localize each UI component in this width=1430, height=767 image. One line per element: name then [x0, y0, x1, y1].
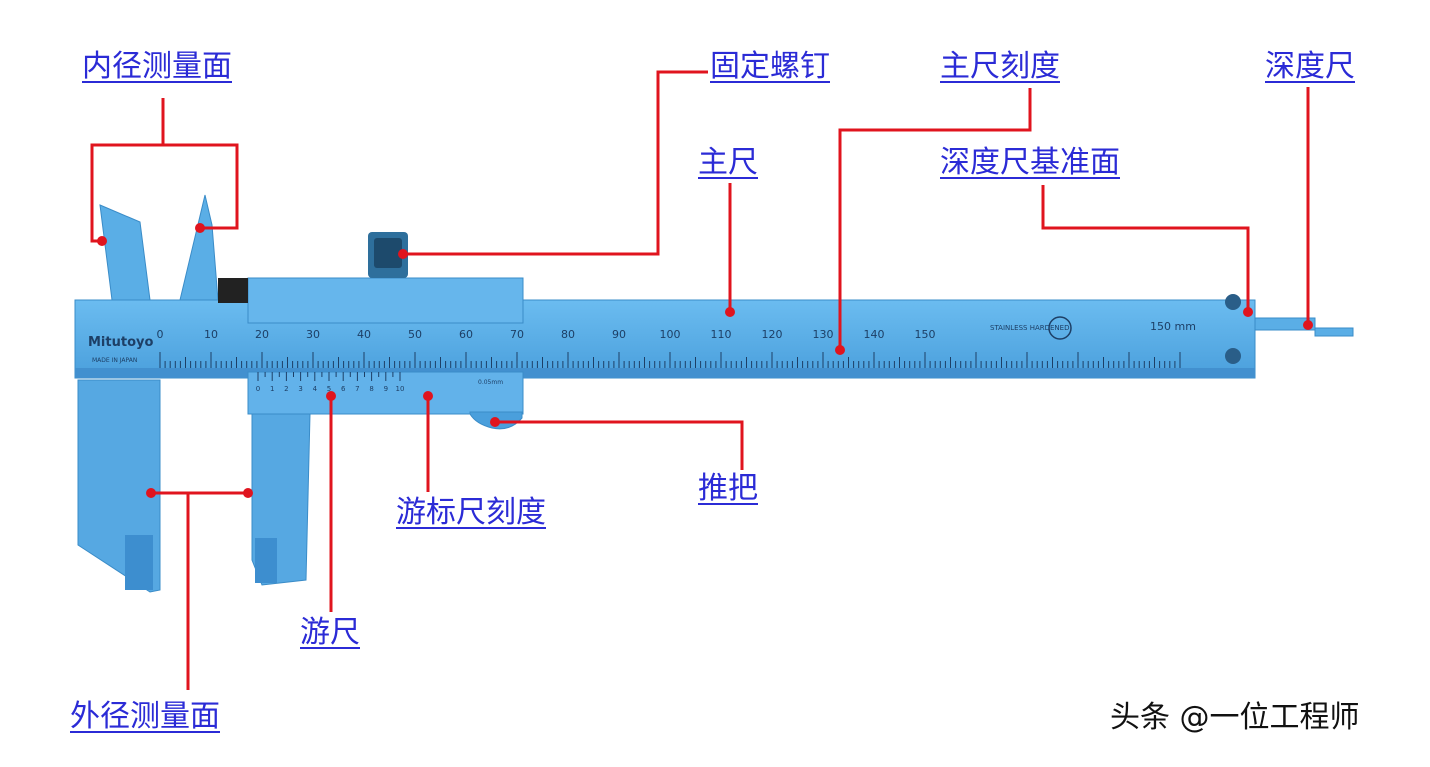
main-scale-number: 120 — [762, 328, 783, 341]
label-depth-reference-face[interactable]: 深度尺基准面 — [940, 145, 1120, 180]
main-scale-numbers: 0 10 20 30 40 50 60 70 80 90 100 110 120 130 140 150 — [157, 328, 936, 341]
main-scale-number: 0 — [157, 328, 164, 341]
vernier-scale-number: 1 — [270, 385, 274, 393]
brand-text: Mitutoyo — [88, 335, 153, 350]
main-scale-number: 30 — [306, 328, 320, 341]
brand-subtext: MADE IN JAPAN — [92, 357, 137, 364]
vernier-scale-number: 8 — [369, 385, 373, 393]
vernier-scale-number: 4 — [313, 385, 318, 393]
label-depth-rod[interactable]: 深度尺 — [1265, 49, 1355, 84]
main-scale-number: 20 — [255, 328, 269, 341]
leader-dots — [97, 223, 1313, 498]
beam-screw-bottom — [1225, 348, 1241, 364]
label-thumb-push[interactable]: 推把 — [698, 471, 758, 506]
vernier-scale-number: 0 — [256, 385, 260, 393]
logo-mark — [1048, 316, 1072, 340]
vernier-resolution-text: 0.05mm — [478, 379, 503, 386]
main-scale-number: 90 — [612, 328, 626, 341]
beam-screw-top — [1225, 294, 1241, 310]
label-vernier[interactable]: 游尺 — [300, 615, 360, 650]
main-scale-number: 110 — [711, 328, 732, 341]
vernier-scale-number: 5 — [327, 385, 331, 393]
main-scale-ticks — [159, 352, 1181, 368]
vernier-slider-block — [218, 278, 248, 303]
depth-rod-tip — [1314, 327, 1354, 337]
main-scale-number: 100 — [660, 328, 681, 341]
label-main-scale[interactable]: 主尺 — [698, 145, 758, 180]
leader-fixing-screw — [403, 70, 708, 256]
main-scale-number: 140 — [864, 328, 885, 341]
vernier-scale-ticks — [257, 372, 401, 381]
main-scale-number: 130 — [813, 328, 834, 341]
leader-main-scale-graduation — [838, 88, 1032, 350]
main-scale-number: 150 — [915, 328, 936, 341]
fixed-outer-jaw-tip — [125, 535, 153, 590]
vernier-scale-number: 9 — [384, 385, 388, 393]
vernier-scale-number: 2 — [284, 385, 288, 393]
vernier-slider-top — [247, 277, 524, 324]
vernier-scale-number: 7 — [355, 385, 359, 393]
depth-rod — [1254, 317, 1316, 331]
vernier-scale-number: 10 — [396, 385, 405, 393]
watermark-text: 头条 @一位工程师 — [1110, 700, 1360, 735]
leader-depth-reference — [1041, 185, 1250, 312]
vernier-scale-number: 3 — [298, 385, 302, 393]
leader-inner-face — [90, 98, 165, 243]
label-inner-measuring-face[interactable]: 内径测量面 — [82, 49, 232, 84]
main-scale-number: 80 — [561, 328, 575, 341]
main-scale-number: 70 — [510, 328, 524, 341]
vernier-scale-numbers: 0 1 2 3 4 5 6 7 8 9 10 — [256, 385, 405, 393]
label-main-scale-graduation[interactable]: 主尺刻度 — [940, 49, 1060, 84]
label-vernier-graduation[interactable]: 游标尺刻度 — [396, 495, 546, 530]
movable-inner-jaw — [179, 194, 219, 301]
main-scale-number: 10 — [204, 328, 218, 341]
main-scale-edge — [75, 368, 1255, 378]
main-scale-number: 50 — [408, 328, 422, 341]
end-mark-text: 150 mm — [1150, 320, 1196, 333]
leader-lines — [90, 70, 1310, 690]
leader-thumb-push — [495, 420, 744, 470]
stainless-text: STAINLESS HARDENED — [990, 324, 1069, 332]
label-outer-measuring-face[interactable]: 外径测量面 — [70, 699, 220, 734]
vernier-scale-number: 6 — [341, 385, 346, 393]
leader-inner-face-right — [163, 143, 239, 230]
movable-outer-jaw-tip — [255, 538, 277, 583]
main-scale-number: 40 — [357, 328, 371, 341]
fixed-inner-jaw — [99, 204, 151, 301]
label-fixing-screw[interactable]: 固定螺钉 — [710, 49, 830, 84]
main-scale-number: 60 — [459, 328, 473, 341]
fixing-screw-head — [374, 238, 402, 268]
